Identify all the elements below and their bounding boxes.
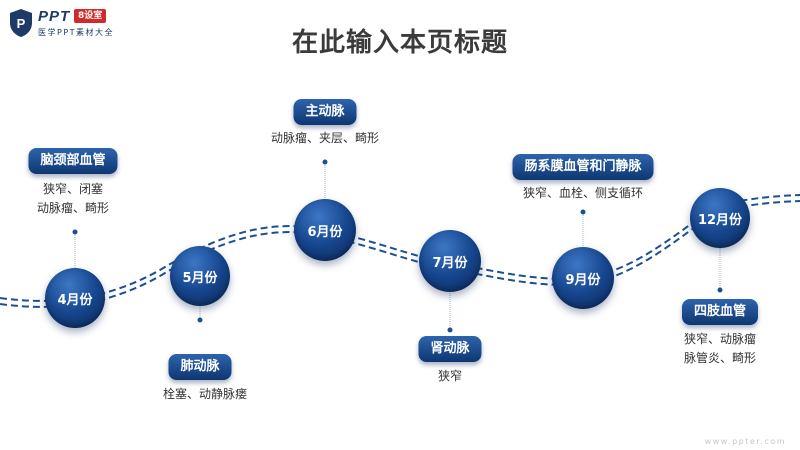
- milestone-node-7: 7月份: [419, 230, 481, 292]
- connector-dot: [580, 209, 586, 215]
- tag-label: 肾动脉: [418, 336, 482, 362]
- node-month-label: 6月份: [307, 224, 343, 240]
- connector-dot: [447, 327, 453, 333]
- description-line: 狭窄、血栓、侧支循环: [522, 186, 644, 200]
- connector-line: [582, 212, 584, 248]
- timeline-track-outer: [0, 194, 800, 302]
- tag-description: 狭窄、动脉瘤 脉管炎、畸形: [684, 330, 756, 368]
- watermark: www.ppter.com: [704, 437, 786, 446]
- description-line: 脉管炎、畸形: [683, 351, 757, 365]
- description-line: 狭窄: [437, 369, 463, 383]
- node-month-label: 4月份: [57, 292, 93, 308]
- milestone-node-6: 6月份: [294, 199, 356, 261]
- connector-dot: [322, 159, 328, 165]
- tag-description: 栓塞、动静脉瘘: [163, 385, 247, 404]
- description-line: 动脉瘤、畸形: [36, 201, 110, 215]
- description-line: 动脉瘤、夹层、畸形: [270, 131, 380, 145]
- milestone-node-12: 12月份: [690, 188, 750, 248]
- description-line: 狭窄、动脉瘤: [683, 332, 757, 346]
- tag-description: 狭窄: [438, 367, 462, 386]
- description-line: 栓塞、动静脉瘘: [162, 387, 248, 401]
- brand-logo: P PPT 8设室 医学PPT素材大全: [8, 7, 138, 41]
- tag-description: 动脉瘤、夹层、畸形: [271, 129, 379, 148]
- shield-icon: P: [10, 9, 32, 37]
- tag-description: 狭窄、闭塞 动脉瘤、畸形: [37, 180, 109, 218]
- logo-subtitle: 医学PPT素材大全: [38, 28, 115, 37]
- tag-label: 肺动脉: [168, 354, 232, 380]
- tag-label: 脑颈部血管: [28, 148, 118, 174]
- node-month-label: 5月份: [182, 270, 218, 286]
- connector-line: [324, 162, 326, 200]
- tag-description: 狭窄、血栓、侧支循环: [523, 184, 643, 203]
- connector-line: [449, 290, 451, 330]
- node-month-label: 12月份: [697, 212, 743, 228]
- node-month-label: 9月份: [565, 272, 601, 288]
- connector-dot: [197, 317, 203, 323]
- description-line: 狭窄、闭塞: [42, 182, 104, 196]
- tag-label: 主动脉: [293, 99, 357, 125]
- svg-text:P: P: [17, 16, 26, 31]
- logo-brand-text: PPT: [38, 8, 71, 25]
- connector-dot: [717, 287, 723, 293]
- milestone-node-5: 5月份: [170, 246, 230, 306]
- node-month-label: 7月份: [432, 255, 468, 271]
- timeline-track-inner: [0, 200, 800, 308]
- milestone-node-9: 9月份: [552, 247, 614, 309]
- logo-badge: 8设室: [74, 9, 107, 23]
- tag-label: 肠系膜血管和门静脉: [512, 154, 654, 180]
- connector-line: [719, 248, 721, 290]
- connector-line: [199, 305, 201, 320]
- page-title: 在此输入本页标题: [291, 28, 508, 58]
- connector-line: [74, 232, 76, 268]
- milestone-node-4: 4月份: [45, 268, 105, 328]
- connector-dot: [72, 229, 78, 235]
- tag-label: 四肢血管: [681, 299, 759, 325]
